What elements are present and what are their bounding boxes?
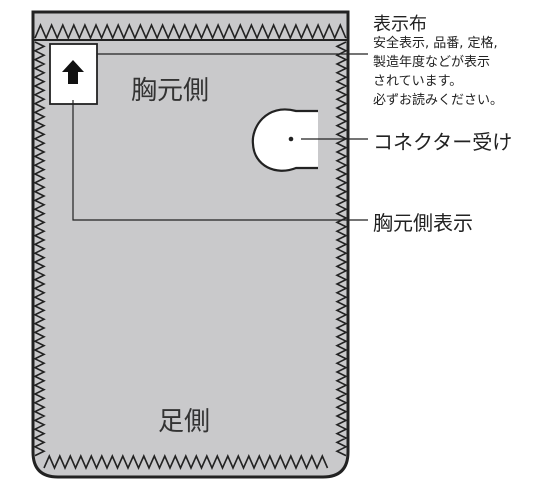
zigzag-stitch-right: [335, 41, 348, 457]
foot-side-text: 足側: [158, 407, 211, 437]
zigzag-stitch-left: [33, 41, 46, 457]
connector-receptacle: [251, 108, 318, 172]
label-cloth-line-4: 必ずお読みください。: [373, 93, 504, 108]
chest-side-text: 胸元側: [131, 76, 210, 106]
label-cloth-title: 表示布: [373, 14, 427, 35]
leader-line-chest-mark: [72, 100, 368, 221]
label-cloth-line-3: されています。: [373, 74, 463, 89]
label-cloth-line-1: 安全表示, 品番, 定格,: [373, 36, 498, 51]
connector-pin: [288, 136, 294, 142]
label-cloth-line-2: 製造年度などが表示: [373, 55, 491, 70]
zigzag-stitch-bottom: [43, 454, 329, 470]
connector-callout: コネクター受け: [373, 130, 513, 154]
zigzag-stitch-top: [34, 22, 347, 41]
chest-mark-callout: 胸元側表示: [373, 211, 473, 235]
up-arrow-icon: [62, 60, 84, 84]
leader-line-label-cloth: [96, 53, 368, 58]
